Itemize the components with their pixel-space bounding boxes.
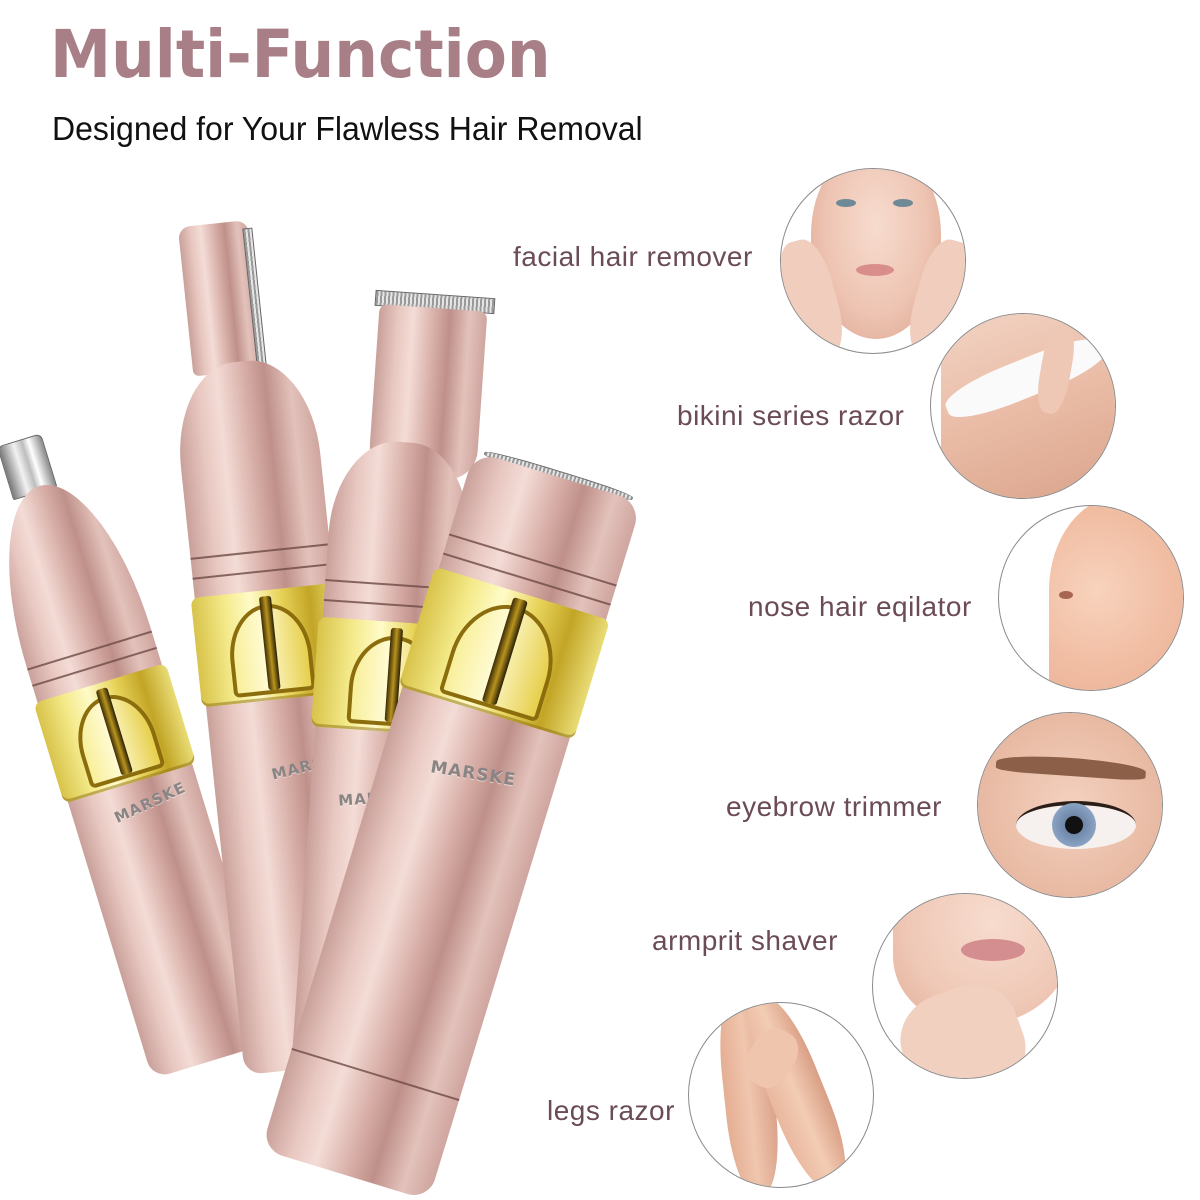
page-subtitle: Designed for Your Flawless Hair Removal	[52, 110, 643, 147]
feature-image-facial	[780, 168, 966, 354]
feature-image-bikini	[930, 313, 1116, 499]
feature-image-nose	[998, 505, 1184, 691]
feature-label-armprit-shaver: armprit shaver	[652, 925, 838, 956]
page-title: Multi-Function	[50, 16, 551, 93]
feature-label-eyebrow-trimmer: eyebrow trimmer	[726, 791, 942, 822]
feature-label-bikini-series-razor: bikini series razor	[677, 400, 905, 431]
feature-label-legs-razor: legs razor	[547, 1095, 675, 1126]
feature-label-facial-hair-remover: facial hair remover	[513, 241, 753, 272]
nose-image-icon	[1049, 506, 1183, 690]
feature-label-nose-hair-eqilator: nose hair eqilator	[748, 591, 972, 622]
feature-image-legs	[688, 1002, 874, 1188]
feature-image-armpit	[872, 893, 1058, 1079]
feature-image-eye	[977, 712, 1163, 898]
